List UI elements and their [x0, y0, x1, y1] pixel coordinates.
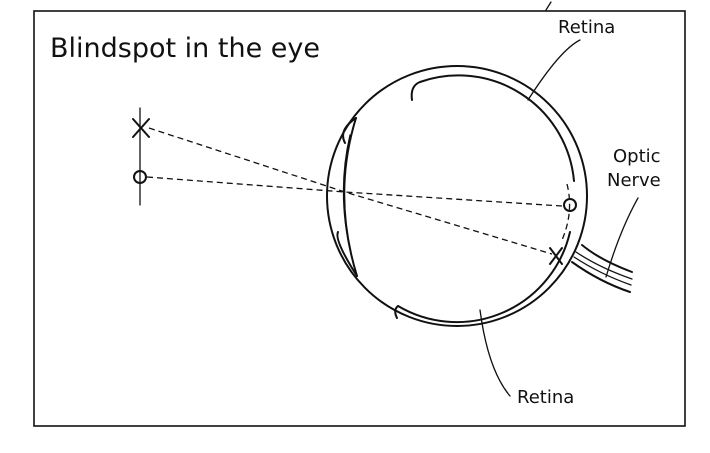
label-retina-bottom: Retina [517, 387, 574, 408]
optic-nerve-fibre-1 [575, 251, 633, 280]
label-optic: Optic [613, 146, 661, 167]
label-retina-top: Retina [558, 17, 615, 38]
iris-top [342, 117, 357, 144]
eyeball-outer [326, 65, 588, 327]
diagram-frame [33, 10, 686, 427]
label-nerve: Nerve [607, 170, 661, 191]
leader-retina-top [527, 39, 581, 101]
retina-hook-top [410, 81, 421, 101]
retina-layer-lower [397, 231, 571, 324]
optic-nerve-upper [581, 244, 633, 273]
object-x-mark [132, 118, 150, 138]
ray-x [148, 127, 553, 255]
lens [342, 134, 353, 259]
iris-bottom [336, 231, 358, 277]
retina-layer [419, 74, 575, 182]
leader-optic-nerve [605, 197, 639, 278]
blind-spot-marker [561, 183, 571, 241]
optic-nerve-lower [571, 261, 631, 293]
diagram-title: Blindspot in the eye [50, 33, 320, 64]
retina-hook-bottom [394, 305, 399, 319]
optic-nerve-fibre-2 [573, 256, 632, 286]
corner-mark [545, 1, 552, 11]
retina-x-image [549, 247, 563, 265]
object-o-mark [133, 170, 147, 184]
leader-retina-bottom [479, 309, 511, 397]
ray-o [146, 176, 563, 207]
